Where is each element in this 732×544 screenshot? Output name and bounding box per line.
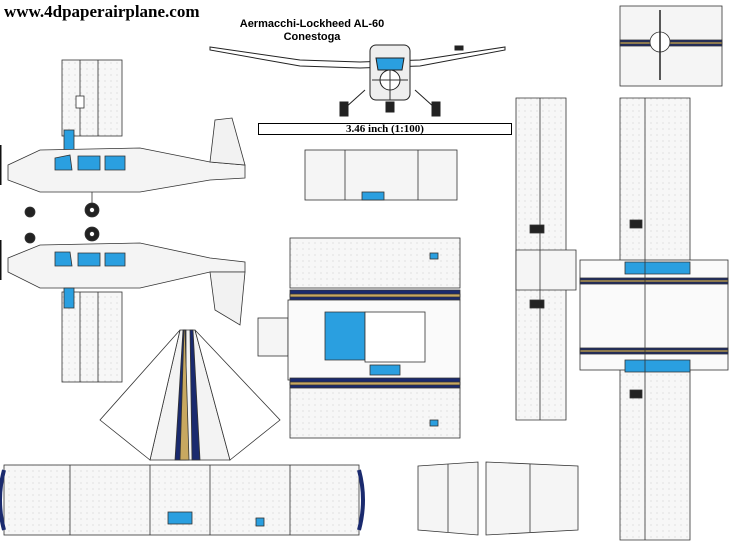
cockpit-panel-piece: [304, 149, 458, 201]
airplane-front-view-icon: [209, 44, 506, 117]
fuselage-unfolded-layout: [257, 237, 461, 439]
fuselage-side-view-lower: [0, 226, 246, 326]
model-name: Aermacchi-Lockheed AL-60: [239, 18, 385, 30]
tailplane-pieces: [417, 461, 579, 536]
wing-panel-vertical-center: [515, 97, 577, 421]
fuselage-wing-strip-top: [61, 59, 123, 153]
model-title: Aermacchi-Lockheed AL-60 Conestoga: [232, 18, 392, 44]
fuselage-side-view-upper: [0, 117, 246, 218]
scale-bar: 3.46 inch (1:100): [258, 123, 512, 135]
model-subname: Conestoga: [283, 31, 341, 43]
nose-cowling-piece: [619, 5, 723, 87]
main-wing-piece: [0, 329, 365, 536]
fuselage-wing-strip-bottom: [61, 287, 123, 383]
site-url: www.4dpaperairplane.com: [4, 2, 200, 21]
wing-panel-vertical-right: [579, 97, 729, 541]
